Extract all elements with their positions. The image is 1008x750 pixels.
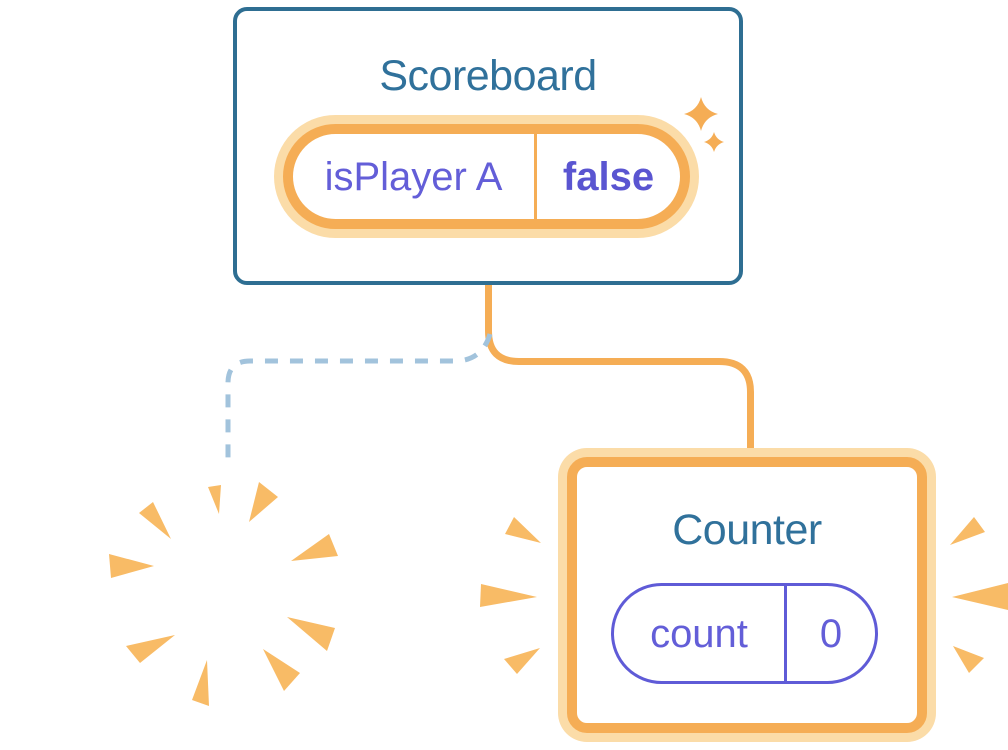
counter-state-pill: count 0 xyxy=(611,583,878,684)
counter-state-value: 0 xyxy=(819,611,843,656)
emphasis-burst-icon xyxy=(480,517,1008,674)
sparkle-icon xyxy=(684,97,724,152)
scoreboard-title: Scoreboard xyxy=(379,52,597,100)
destroyed-component-burst-icon xyxy=(109,482,338,706)
connector-dashed-line xyxy=(225,333,493,468)
scoreboard-card: Scoreboard isPlayer A false xyxy=(233,7,743,285)
connector-solid-line xyxy=(485,282,754,460)
scoreboard-state-value: false xyxy=(562,154,655,199)
state-pill-divider xyxy=(534,134,537,219)
destroyed-component-card xyxy=(88,454,368,726)
counter-state-name: count xyxy=(650,611,748,656)
scoreboard-state-pill: isPlayer A false xyxy=(283,124,690,229)
counter-title: Counter xyxy=(672,506,822,554)
scoreboard-state-name: isPlayer A xyxy=(324,154,503,199)
destroyed-card-body xyxy=(88,454,368,726)
counter-card: Counter count 0 xyxy=(567,457,927,733)
state-pill-divider xyxy=(784,586,787,681)
